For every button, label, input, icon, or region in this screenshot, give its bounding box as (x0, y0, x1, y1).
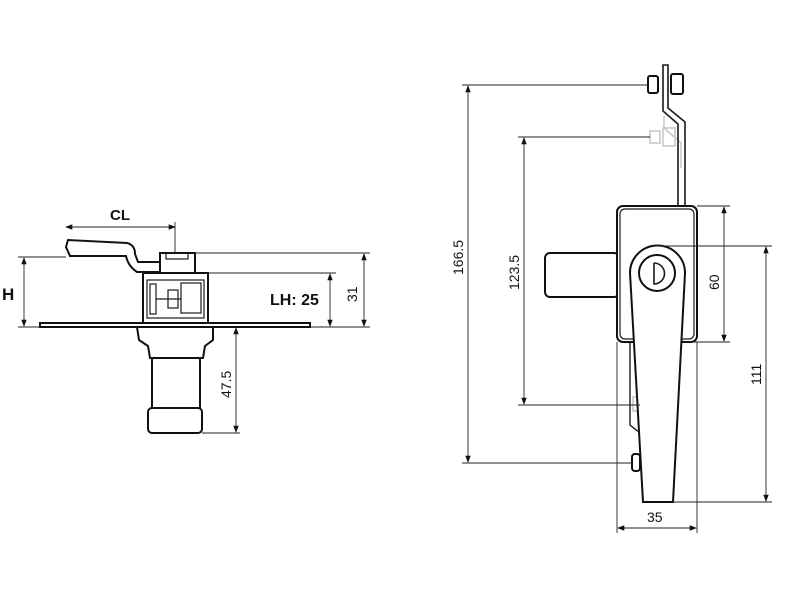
front-view: 166.5 123.5 60 111 35 (450, 64, 772, 533)
d47-5-label: 47.5 (218, 371, 234, 398)
h-label: H (2, 285, 14, 304)
lock-cylinder (638, 254, 676, 292)
bottom-nut (631, 453, 641, 472)
latch-handle (64, 238, 161, 273)
side-view: CL H LH: 25 31 47.5 (2, 207, 370, 434)
top-nut (647, 75, 659, 94)
d60-label: 60 (706, 274, 722, 290)
tube-end (147, 407, 203, 434)
d111-label: 111 (748, 364, 764, 385)
d123-5-label: 123.5 (506, 255, 522, 290)
top-nut (159, 252, 196, 274)
cl-label: CL (110, 207, 130, 224)
tube (151, 357, 201, 409)
d35-label: 35 (647, 509, 663, 525)
cam-bar (544, 252, 620, 298)
lh-label: LH: 25 (270, 292, 319, 309)
d31-label: 31 (344, 286, 360, 302)
key-slot-icon (653, 262, 666, 285)
d166-5-label: 166.5 (450, 240, 466, 275)
flange (135, 326, 214, 359)
